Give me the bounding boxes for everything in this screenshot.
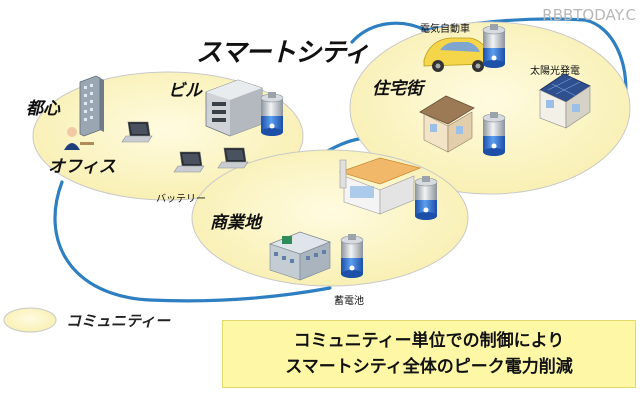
area-label-biru: ビル: [168, 81, 202, 101]
office-building-icon: [205, 79, 263, 137]
solar-house-icon: [539, 73, 591, 129]
storage-battery-icon: [340, 233, 364, 279]
label-solar: 太陽光発電: [530, 66, 580, 77]
mall-building-icon: [268, 231, 332, 281]
network-line: [53, 17, 628, 303]
house-battery-icon: [482, 111, 506, 157]
store-battery-icon: [414, 175, 438, 221]
building-battery-icon: [260, 91, 284, 137]
label-storage: 蓄電池: [334, 296, 364, 307]
office-worker-icon: [64, 127, 94, 150]
area-label-jutakugai: 住宅街: [372, 79, 423, 99]
house-icon: [419, 95, 475, 153]
watermark: RBBTODAY.C: [542, 6, 636, 24]
electric-car-icon: [423, 37, 491, 72]
area-label-toshin: 都心: [26, 99, 60, 119]
page-title: スマートシティ: [196, 38, 370, 68]
summary-line-1: コミュニティー単位での制御により: [293, 331, 565, 351]
legend-community-swatch: [3, 307, 57, 333]
summary-line-2: スマートシティ全体のピーク電力削減: [285, 357, 573, 377]
legend-community-label: コミュニティー: [66, 312, 171, 330]
label-ev: 電気自動車: [420, 24, 470, 35]
summary-box: コミュニティー単位での制御により スマートシティ全体のピーク電力削減: [222, 320, 636, 388]
community-residential: [349, 21, 631, 195]
area-label-office: オフィス: [48, 157, 116, 177]
office-tower-icon: [79, 75, 104, 137]
ev-battery-icon: [482, 23, 506, 69]
label-battery: バッテリー: [156, 194, 206, 205]
area-label-shogyochi: 商業地: [210, 213, 261, 233]
store-icon: [338, 157, 422, 215]
